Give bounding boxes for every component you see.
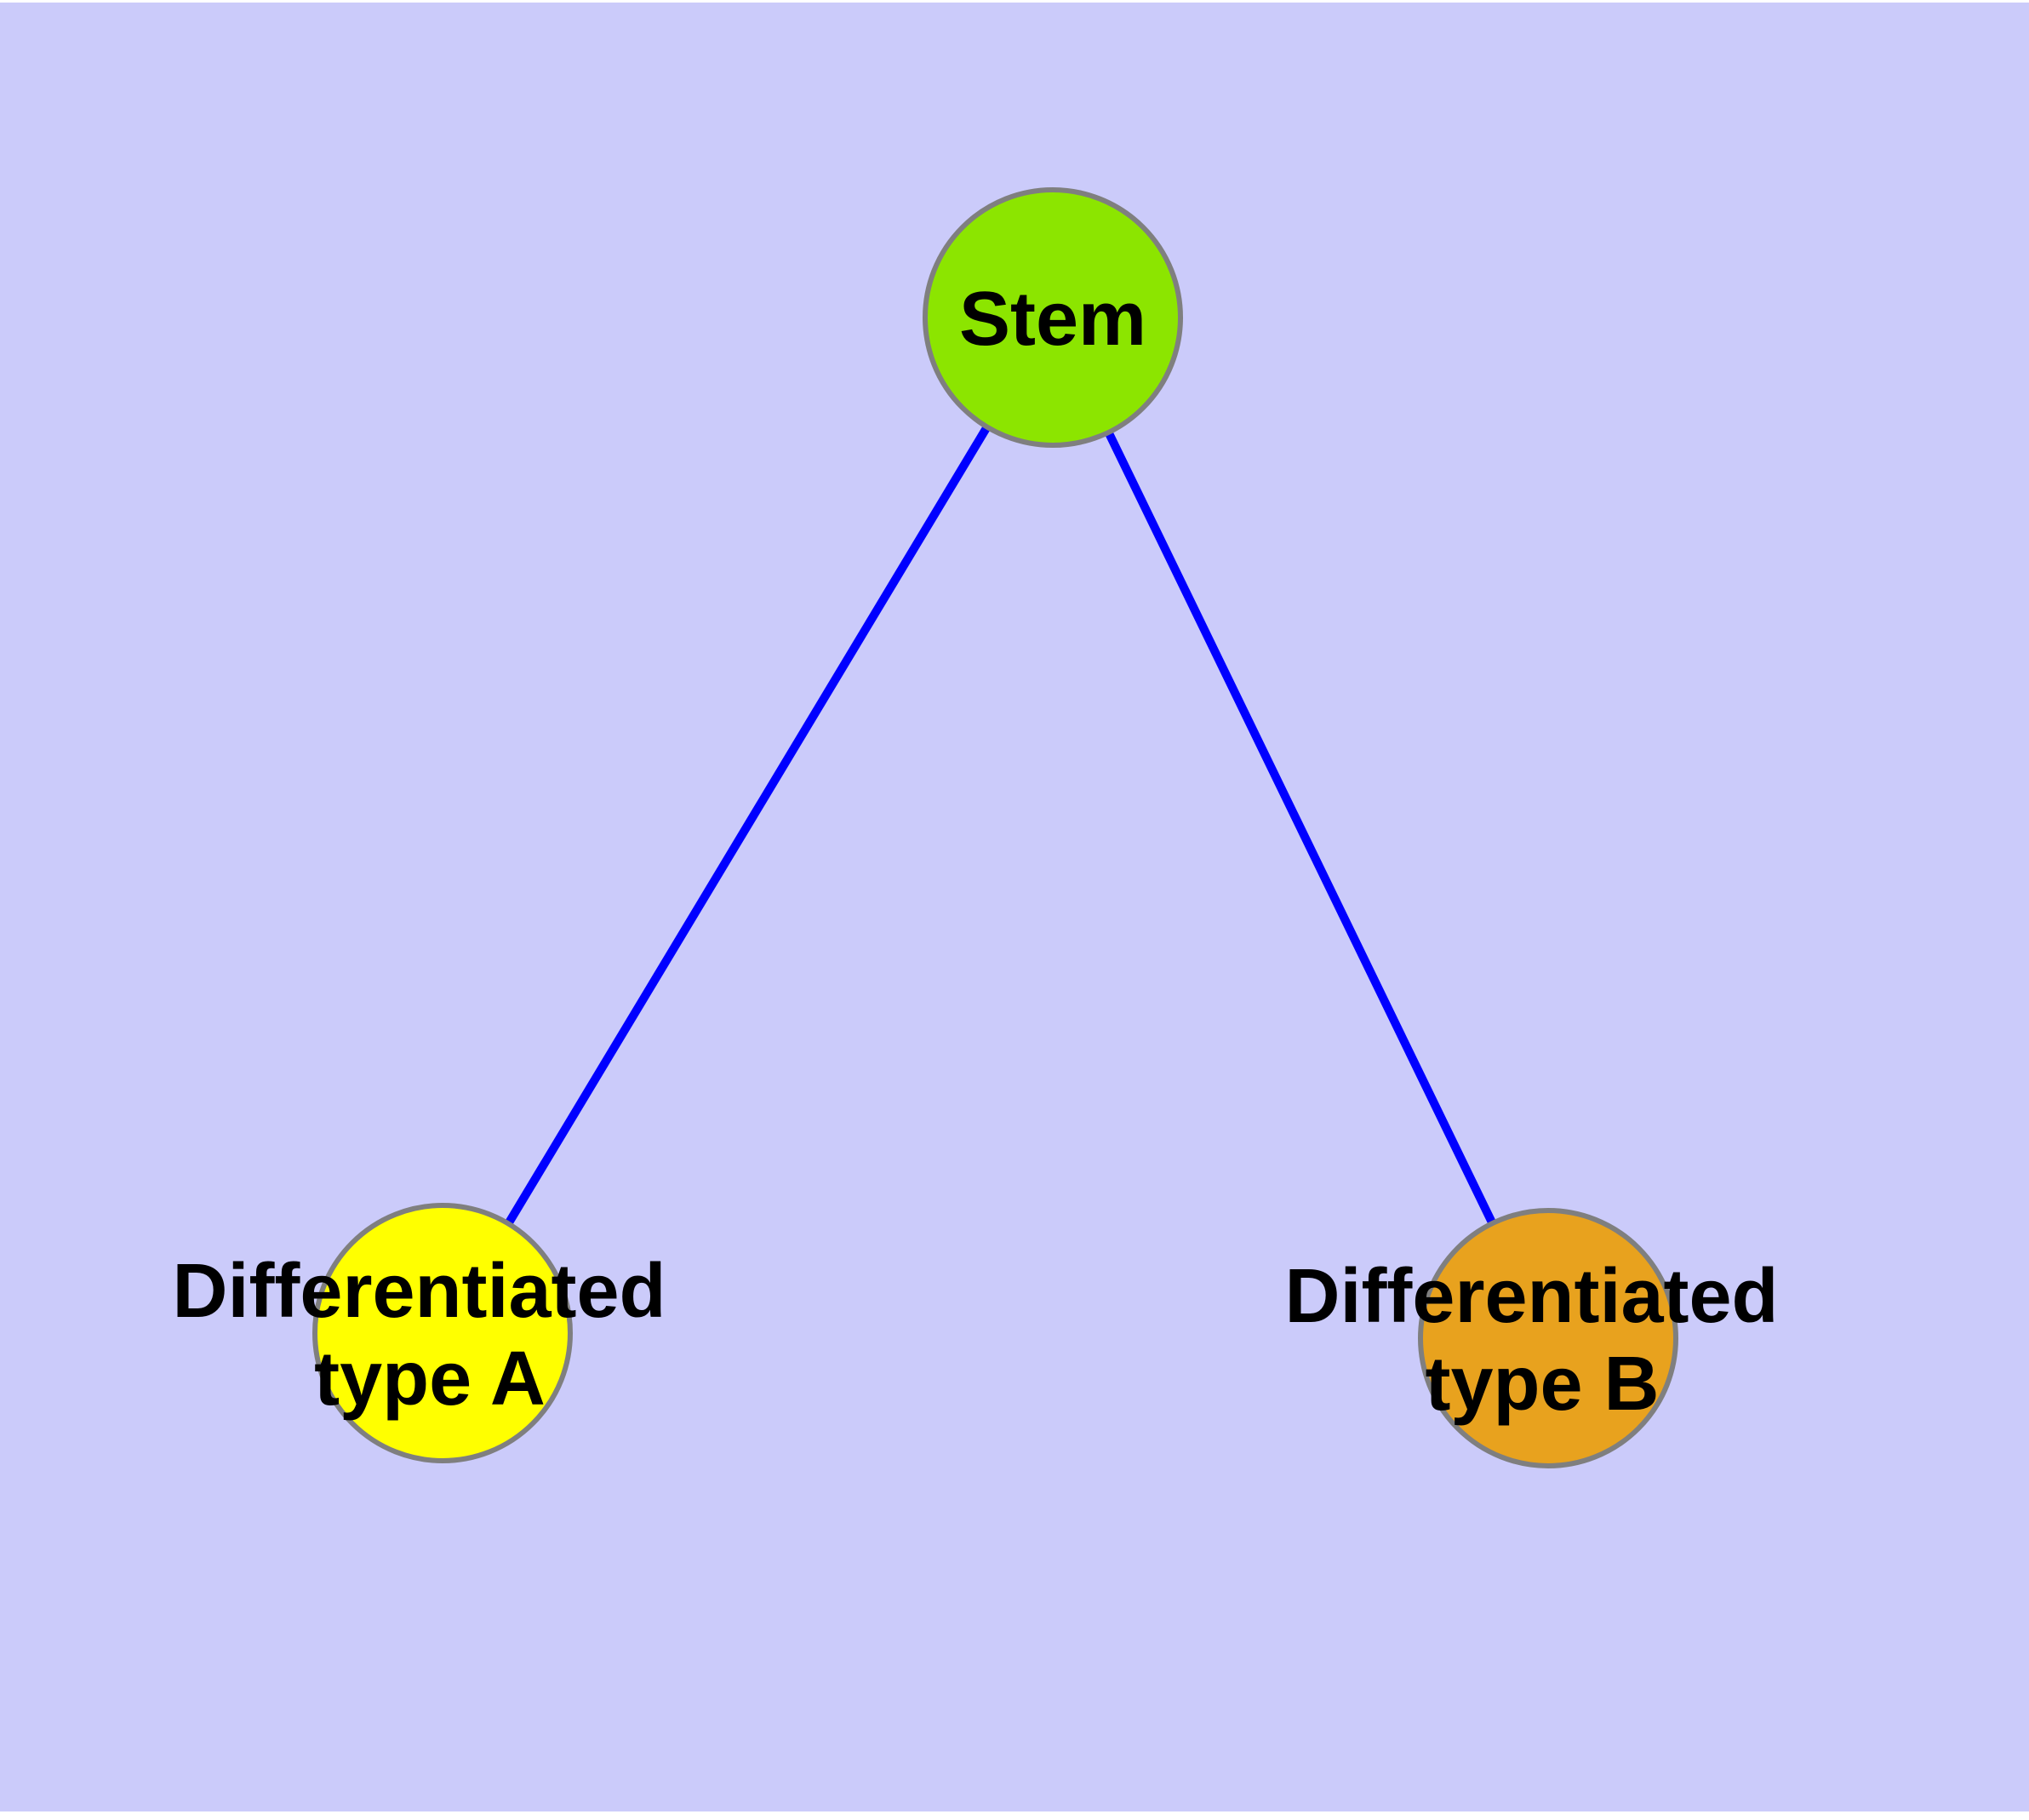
edge-stem-to-type-a	[438, 315, 1057, 1336]
node-label-stem: Stem	[959, 277, 1146, 362]
node-differentiated-type-b	[1418, 1208, 1678, 1468]
node-label-differentiated-type-a: Differentiated type A	[172, 1249, 687, 1422]
node-stem	[923, 187, 1183, 448]
label-line-1: Differentiated	[1284, 1254, 1778, 1339]
edge-stem-to-type-b	[1049, 315, 1552, 1341]
label-line-2: type A	[314, 1336, 546, 1422]
node-label-differentiated-type-b: Differentiated type B	[1284, 1254, 1799, 1427]
label-line-2: type B	[1425, 1342, 1659, 1427]
label-line-1: Differentiated	[172, 1249, 666, 1334]
node-differentiated-type-a	[312, 1203, 573, 1463]
